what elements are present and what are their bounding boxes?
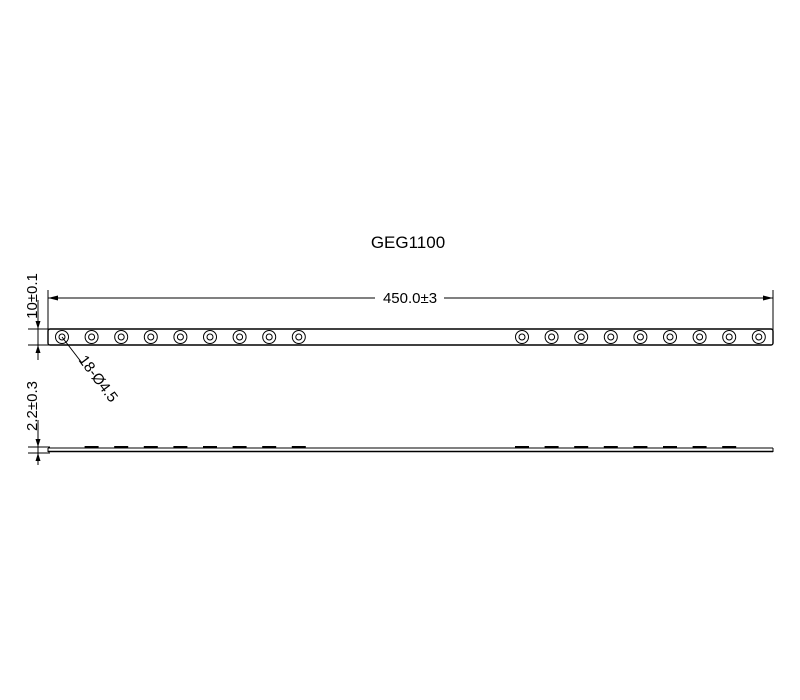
hole-left-8-inner (265, 333, 273, 341)
hole-left-4 (143, 330, 158, 344)
hole-right-8-inner (725, 333, 733, 341)
hole-left-9-inner (295, 333, 303, 341)
width-dimension-label: 10±0.1 (24, 273, 41, 319)
strip-top-view (47, 328, 774, 346)
hole-left-2 (84, 330, 99, 344)
hole-left-5 (173, 330, 188, 344)
hole-right-6 (663, 330, 677, 344)
hole-left-3-inner (117, 333, 125, 341)
hole-dimension-label: 18-Ø4.5 (75, 352, 121, 406)
hole-right-5-inner (636, 333, 644, 341)
hole-right-9 (751, 330, 766, 344)
hole-right-2 (544, 330, 559, 344)
hole-left-3 (114, 330, 129, 344)
hole-right-3-inner (577, 333, 585, 341)
part-title: GEG1100 (371, 233, 445, 252)
hole-leader-line (61, 336, 83, 364)
hole-right-8 (722, 330, 737, 344)
hole-left-9 (291, 330, 306, 344)
hole-left-7 (232, 330, 247, 344)
hole-right-1-inner (518, 333, 526, 341)
hole-left-1-inner (58, 333, 66, 341)
hole-right-6-inner (666, 333, 674, 341)
length-dimension-label: 450.0±3 (383, 290, 437, 307)
hole-right-4-inner (607, 333, 615, 341)
hole-left-7-inner (236, 333, 244, 341)
hole-left-8 (262, 330, 277, 344)
hole-left-6-inner (206, 333, 214, 341)
hole-right-7-inner (696, 333, 704, 341)
hole-right-1 (515, 330, 529, 344)
hole-left-1 (55, 330, 69, 344)
hole-right-7 (692, 330, 707, 344)
hole-right-4 (603, 330, 618, 344)
mounting-holes (55, 330, 766, 344)
hole-left-4-inner (147, 333, 155, 341)
hole-right-5 (633, 330, 648, 344)
hole-left-5-inner (176, 333, 184, 341)
thickness-dimension-label: 2.2±0.3 (24, 381, 41, 431)
hole-left-6 (203, 330, 217, 344)
thickness-dimension (28, 420, 50, 465)
strip-side-view (47, 447, 774, 453)
hole-right-2-inner (548, 333, 556, 341)
hole-right-9-inner (755, 333, 763, 341)
hole-right-3 (574, 330, 589, 344)
hole-left-2-inner (88, 333, 96, 341)
length-dimension (47, 290, 774, 335)
